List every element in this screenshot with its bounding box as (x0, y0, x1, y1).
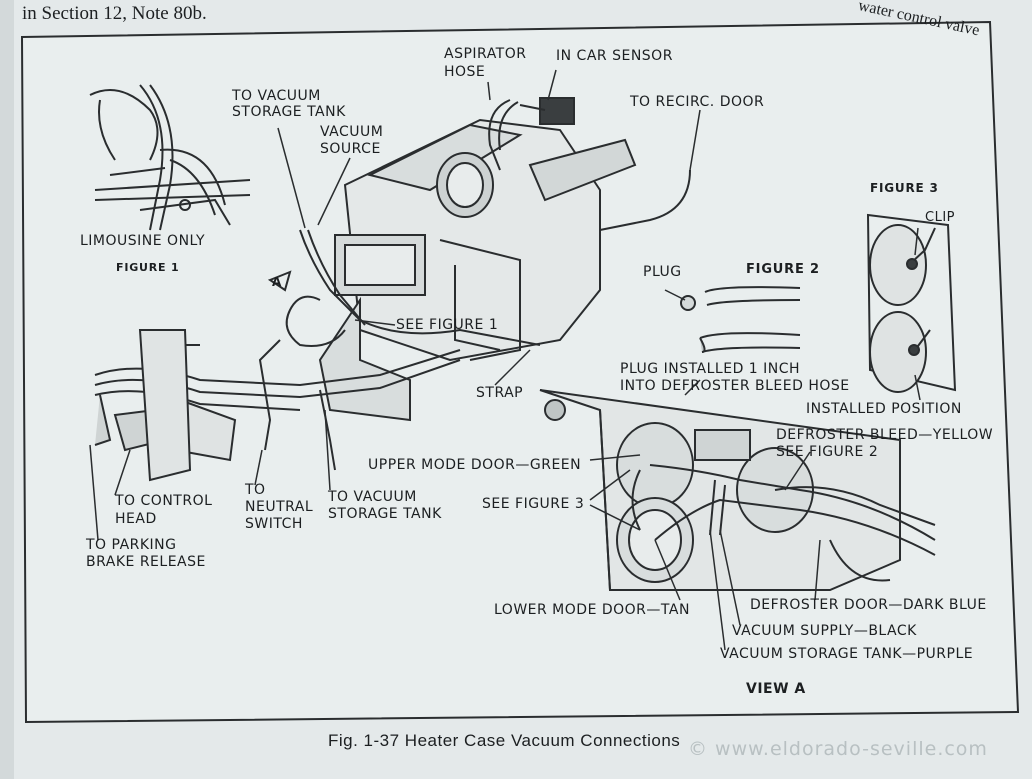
leader-lines (89, 69, 921, 651)
label-neutral-3: SWITCH (245, 516, 303, 532)
figure-3-installed-position: INSTALLED POSITION (806, 401, 962, 417)
label-vacuum-storage-bottom-1: TO VACUUM (328, 489, 417, 505)
figure-3-drawing (866, 213, 957, 393)
label-lower-mode-door: LOWER MODE DOOR—TAN (494, 602, 690, 618)
label-see-figure-1: SEE FIGURE 1 (396, 317, 499, 333)
label-vacuum-storage-top-2: STORAGE TANK (232, 104, 346, 120)
label-plug-installed-2: INTO DEFROSTER BLEED HOSE (620, 378, 850, 394)
label-vacuum-storage-bottom-2: STORAGE TANK (328, 506, 442, 522)
label-parking-1: TO PARKING (86, 537, 177, 553)
heater-case-drawing (318, 118, 637, 422)
label-in-car-sensor: IN CAR SENSOR (556, 48, 673, 64)
recirc-line (599, 169, 691, 231)
control-head-connector (94, 329, 237, 482)
watermark: © www.eldorado-seville.com (688, 738, 988, 760)
figure-2-title: FIGURE 2 (746, 262, 820, 277)
label-neutral-1: TO (245, 482, 266, 498)
header-left-text: in Section 12, Note 80b. (22, 3, 207, 24)
label-defroster-door: DEFROSTER DOOR—DARK BLUE (750, 597, 987, 613)
label-recirc-door: TO RECIRC. DOOR (630, 94, 765, 110)
figure-1-drawing (89, 84, 251, 231)
label-vacuum-storage-purple: VACUUM STORAGE TANK—PURPLE (720, 646, 974, 662)
figure-2-drawing (680, 286, 801, 353)
label-aspirator-1: ASPIRATOR (444, 46, 527, 62)
view-a-hoses (631, 464, 936, 582)
label-see-figure-3: SEE FIGURE 3 (482, 496, 585, 512)
label-aspirator-2: HOSE (444, 64, 486, 80)
label-neutral-2: NEUTRAL (245, 499, 314, 515)
figure-1-title: FIGURE 1 (116, 261, 180, 274)
label-parking-2: BRAKE RELEASE (86, 554, 206, 570)
view-a-arrow (267, 270, 292, 292)
aspirator-hose-drawing (488, 97, 575, 171)
label-see-figure-2: SEE FIGURE 2 (776, 444, 879, 460)
label-control-head-2: HEAD (115, 511, 157, 527)
label-strap: STRAP (476, 385, 524, 401)
label-view-a: VIEW A (746, 681, 806, 697)
label-vacuum-supply: VACUUM SUPPLY—BLACK (732, 623, 917, 639)
label-vacuum-source-2: SOURCE (320, 141, 381, 157)
figure-1-note: LIMOUSINE ONLY (80, 233, 206, 249)
label-defroster-bleed: DEFROSTER BLEED—YELLOW (776, 427, 994, 443)
label-control-head-1: TO CONTROL (115, 493, 213, 509)
label-vacuum-storage-top-1: TO VACUUM (232, 88, 321, 104)
view-a-arrow-marker: A (272, 275, 282, 289)
figure-caption: Fig. 1-37 Heater Case Vacuum Connections (328, 731, 681, 750)
label-upper-mode-door: UPPER MODE DOOR—GREEN (368, 457, 582, 473)
figure-3-title: FIGURE 3 (870, 181, 939, 195)
label-plug-installed-1: PLUG INSTALLED 1 INCH (620, 361, 801, 377)
label-vacuum-source-1: VACUUM (320, 124, 384, 140)
figure-3-clip: CLIP (925, 210, 955, 225)
figure-2-plug: PLUG (643, 264, 682, 280)
